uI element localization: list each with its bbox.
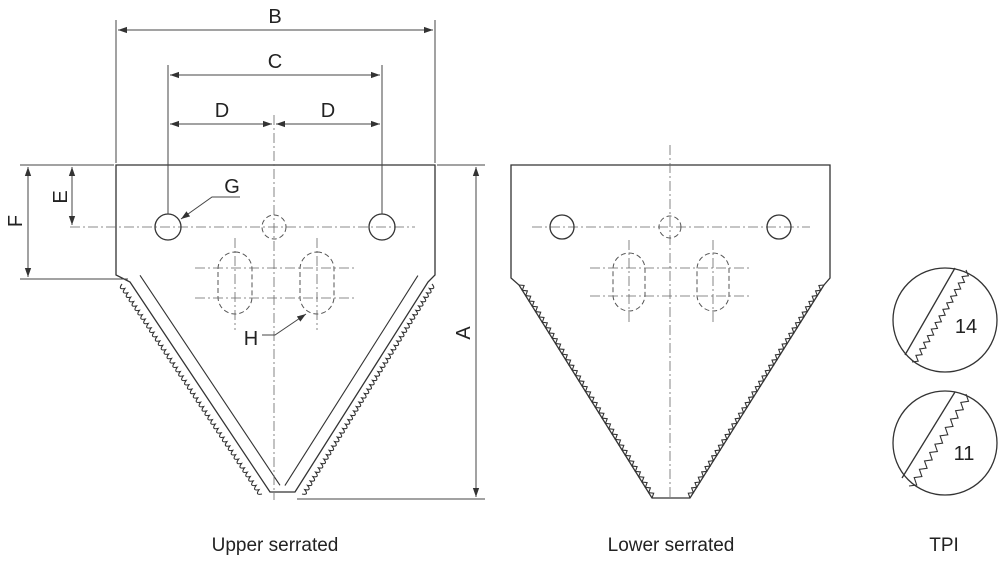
- lower-right-serration: [687, 284, 825, 499]
- upper-blade-outline: [115, 164, 436, 493]
- dim-label-a: A: [453, 326, 475, 340]
- tpi-detail-coarse: [892, 390, 998, 496]
- dim-label-c: C: [268, 51, 282, 73]
- dim-label-d-right: D: [321, 100, 335, 122]
- upper-left-serration: [119, 274, 281, 495]
- dim-label-f: F: [5, 215, 27, 227]
- dimension-lines: [20, 20, 485, 500]
- upper-serrated-blade: [70, 115, 436, 500]
- dim-label-e: E: [50, 190, 72, 203]
- lower-mounting-hole-left: [549, 214, 575, 240]
- lower-mounting-hole-right: [766, 214, 792, 240]
- lower-serrated-blade: [510, 145, 831, 500]
- dim-label-d-left: D: [215, 100, 229, 122]
- upper-right-serration: [284, 275, 435, 495]
- caption-tpi: TPI: [929, 535, 959, 556]
- tpi-detail-fine: [892, 267, 998, 373]
- lower-center-hole-hidden: [658, 215, 682, 239]
- caption-upper-serrated: Upper serrated: [212, 535, 339, 556]
- center-hole-hidden: [261, 214, 287, 240]
- tpi-value-fine: 14: [955, 316, 977, 338]
- caption-lower-serrated: Lower serrated: [608, 535, 735, 556]
- dim-label-g: G: [224, 176, 240, 198]
- lower-left-serration: [518, 284, 655, 499]
- dim-label-b: B: [268, 6, 281, 28]
- dim-label-h: H: [244, 328, 258, 350]
- tpi-value-coarse: 11: [954, 443, 975, 465]
